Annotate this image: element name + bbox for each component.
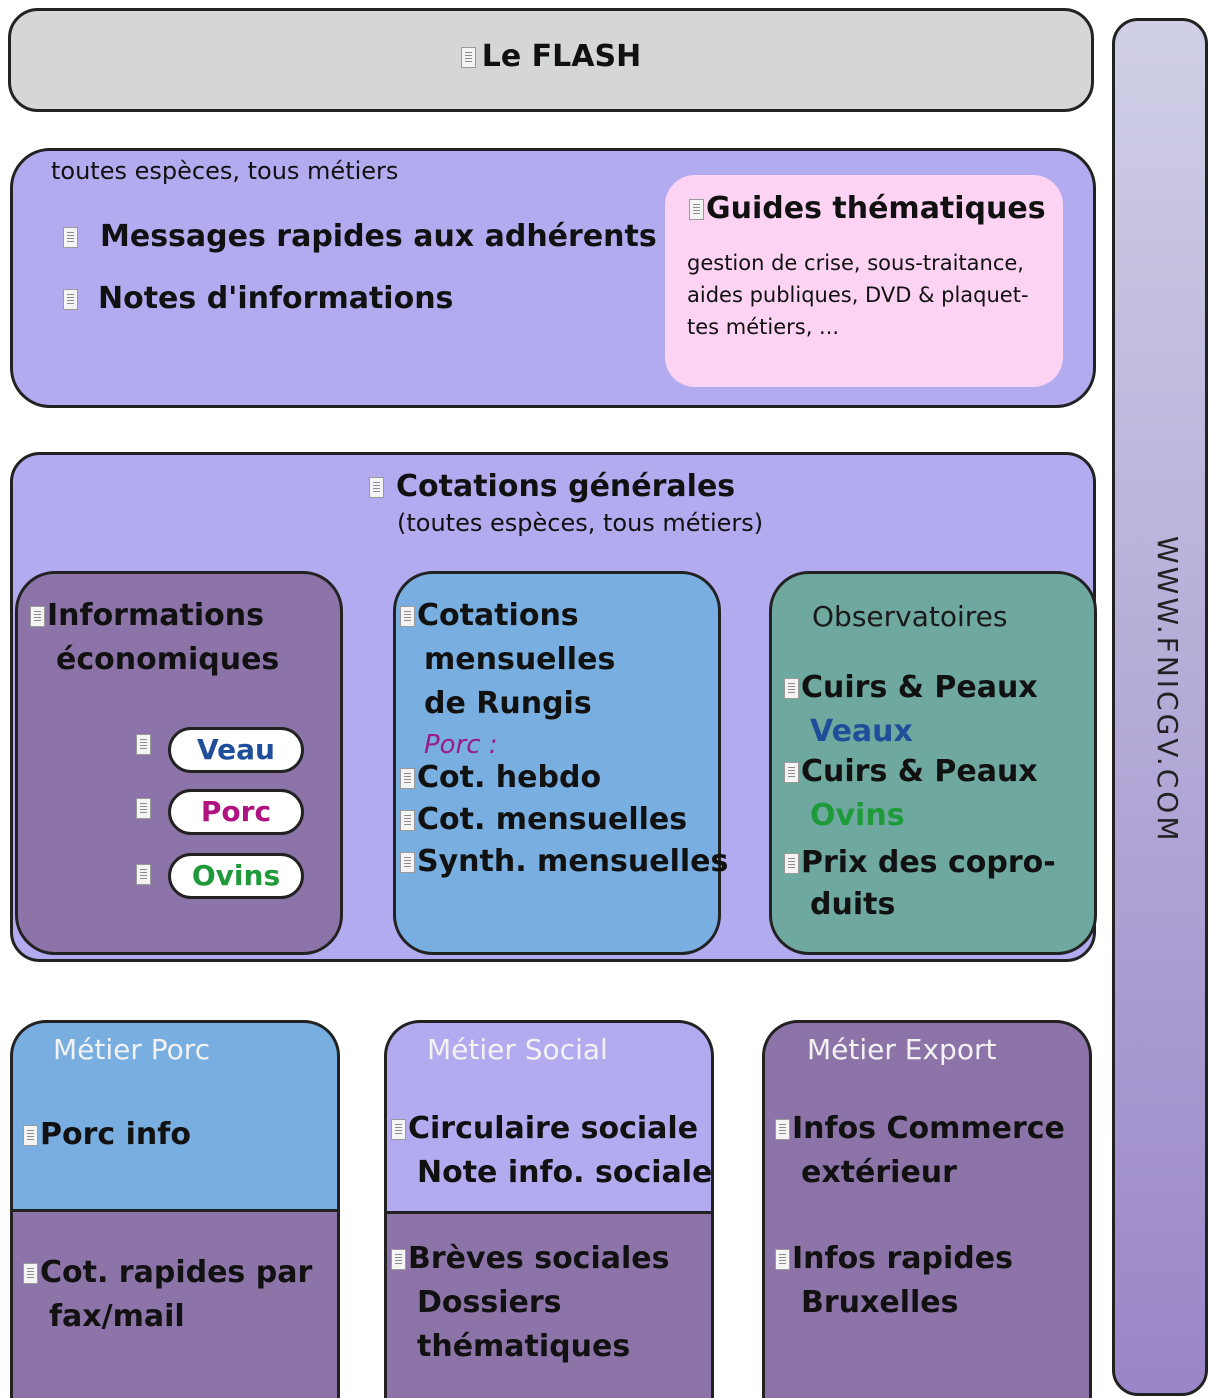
- cuirs-peaux-veaux-link[interactable]: Cuirs & Peaux Veaux: [784, 666, 1038, 754]
- document-icon: [369, 477, 384, 498]
- guides-title: Guides thématiques: [689, 191, 1046, 226]
- document-icon: [63, 289, 78, 310]
- cot-hebdo-link[interactable]: Cot. hebdo: [400, 760, 601, 795]
- document-icon: [136, 798, 151, 819]
- document-icon: [136, 864, 151, 885]
- document-icon: [689, 199, 704, 220]
- breves-sociales-link[interactable]: Brèves sociales Dossiers thématiques: [391, 1237, 669, 1369]
- cotations-title[interactable]: Cotations générales: [369, 469, 735, 504]
- website-url[interactable]: WWW.FNICGV.COM: [1151, 536, 1184, 844]
- metier-porc-box: Métier Porc Porc info Cot. rapides par f…: [10, 1020, 340, 1398]
- cotations-subtitle: (toutes espèces, tous métiers): [397, 509, 764, 537]
- guides-box[interactable]: Guides thématiques gestion de crise, sou…: [665, 175, 1063, 387]
- general-box: toutes espèces, tous métiers Messages ra…: [10, 148, 1096, 408]
- document-icon: [784, 853, 799, 874]
- document-icon: [400, 606, 415, 627]
- info-eco-title[interactable]: Informations économiques: [30, 594, 279, 682]
- ovins-button[interactable]: Ovins: [168, 853, 304, 899]
- synth-mensuelles-link[interactable]: Synth. mensuelles: [400, 844, 728, 879]
- website-bar[interactable]: WWW.FNICGV.COM: [1112, 18, 1208, 1396]
- metier-porc-title: Métier Porc: [53, 1033, 211, 1066]
- document-icon: [400, 768, 415, 789]
- document-icon: [784, 678, 799, 699]
- document-icon: [23, 1263, 38, 1284]
- document-icon: [460, 47, 476, 68]
- rungis-porc-label: Porc :: [424, 730, 498, 760]
- metier-export-title: Métier Export: [807, 1033, 997, 1066]
- porc-button[interactable]: Porc: [168, 789, 304, 835]
- document-icon: [775, 1249, 790, 1270]
- porc-info-link[interactable]: Porc info: [23, 1117, 191, 1152]
- info-eco-box: Informations économiques Veau Porc Ovins: [15, 571, 343, 955]
- document-icon: [400, 810, 415, 831]
- cuirs-peaux-ovins-link[interactable]: Cuirs & Peaux Ovins: [784, 750, 1038, 838]
- document-icon: [400, 852, 415, 873]
- document-icon: [775, 1119, 790, 1140]
- document-icon: [23, 1125, 38, 1146]
- guides-description: gestion de crise, sous-traitance, aides …: [687, 251, 1029, 339]
- rungis-title[interactable]: Cotations mensuelles de Rungis: [400, 594, 615, 726]
- observatoires-box: Observatoires Cuirs & Peaux Veaux Cuirs …: [769, 571, 1097, 955]
- cot-mensuelles-link[interactable]: Cot. mensuelles: [400, 802, 687, 837]
- document-icon: [136, 734, 151, 755]
- notes-informations-link[interactable]: Notes d'informations: [63, 281, 453, 316]
- general-subtitle: toutes espèces, tous métiers: [51, 157, 399, 185]
- veau-button[interactable]: Veau: [168, 727, 304, 773]
- messages-rapides-link[interactable]: Messages rapides aux adhérents: [63, 219, 657, 254]
- prix-coproduits-link[interactable]: Prix des copro- duits: [784, 842, 1056, 926]
- document-icon: [391, 1249, 406, 1270]
- infos-rapides-link[interactable]: Infos rapides Bruxelles: [775, 1237, 1013, 1325]
- document-icon: [391, 1119, 406, 1140]
- flash-box[interactable]: Le FLASH: [8, 8, 1094, 112]
- document-icon: [30, 606, 45, 627]
- metier-social-title: Métier Social: [427, 1033, 608, 1066]
- cotations-box: Cotations générales (toutes espèces, tou…: [10, 452, 1097, 962]
- rungis-box: Cotations mensuelles de Rungis Porc : Co…: [393, 571, 728, 955]
- document-icon: [784, 762, 799, 783]
- document-icon: [63, 227, 78, 248]
- infos-commerce-link[interactable]: Infos Commerce extérieur: [775, 1107, 1065, 1195]
- cot-rapides-link[interactable]: Cot. rapides par fax/mail: [23, 1251, 312, 1339]
- flash-title: Le FLASH: [11, 39, 1091, 74]
- metier-social-box: Métier Social Circulaire sociale Note in…: [384, 1020, 714, 1398]
- observatoires-title: Observatoires: [812, 600, 1008, 633]
- circulaire-sociale-link[interactable]: Circulaire sociale Note info. sociale: [391, 1107, 711, 1195]
- metier-export-box: Métier Export Infos Commerce extérieur I…: [762, 1020, 1092, 1398]
